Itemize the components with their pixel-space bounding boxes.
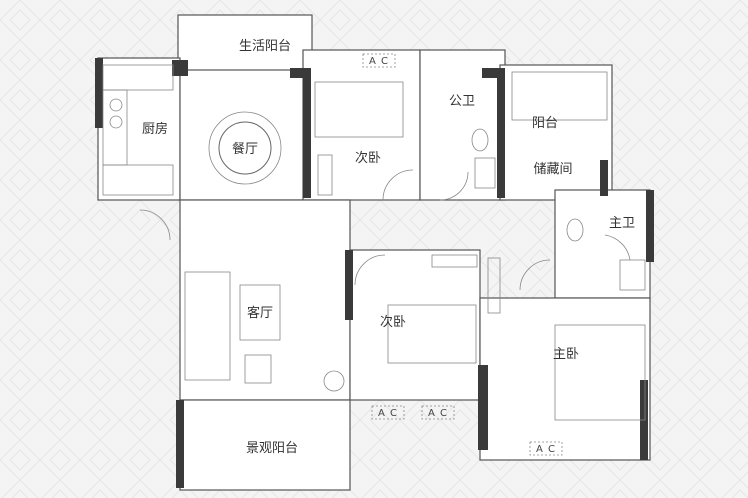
ac-unit: A C bbox=[529, 441, 563, 456]
ac-unit: A C bbox=[371, 405, 405, 420]
kitchen-counter bbox=[102, 64, 174, 196]
room-label-storage: 储藏间 bbox=[533, 162, 572, 177]
ac-label: A C bbox=[369, 56, 389, 67]
bed-bedroom-2a bbox=[314, 81, 404, 196]
room-label-bedroom-2a: 次卧 bbox=[355, 150, 381, 166]
bed-bedroom-2b bbox=[387, 254, 478, 364]
room-label-dining: 餐厅 bbox=[232, 141, 258, 157]
bed-balcony bbox=[511, 71, 608, 121]
room-label-view-balcony: 景观阳台 bbox=[246, 441, 298, 456]
room-label-balcony: 阳台 bbox=[532, 116, 558, 131]
ac-label: A C bbox=[378, 408, 398, 419]
ac-label: A C bbox=[536, 444, 556, 455]
toilet-master-bath bbox=[566, 218, 646, 291]
ac-label: A C bbox=[428, 408, 448, 419]
toilet-public-bath bbox=[471, 128, 496, 189]
room-label-utility-balcony: 生活阳台 bbox=[239, 39, 291, 54]
ac-unit: A C bbox=[362, 53, 396, 68]
room-floors bbox=[97, 14, 651, 491]
room-label-public-bath: 公卫 bbox=[449, 94, 475, 109]
dining-table bbox=[208, 111, 282, 185]
sofa bbox=[184, 271, 345, 392]
bed-master bbox=[487, 257, 646, 421]
room-label-master-bedroom: 主卧 bbox=[553, 347, 579, 362]
room-label-bedroom-2b: 次卧 bbox=[380, 314, 406, 330]
ac-unit: A C bbox=[421, 405, 455, 420]
room-label-living: 客厅 bbox=[247, 305, 273, 321]
doors bbox=[139, 169, 631, 291]
room-label-kitchen: 厨房 bbox=[142, 121, 168, 137]
room-label-master-bath: 主卫 bbox=[609, 216, 635, 231]
